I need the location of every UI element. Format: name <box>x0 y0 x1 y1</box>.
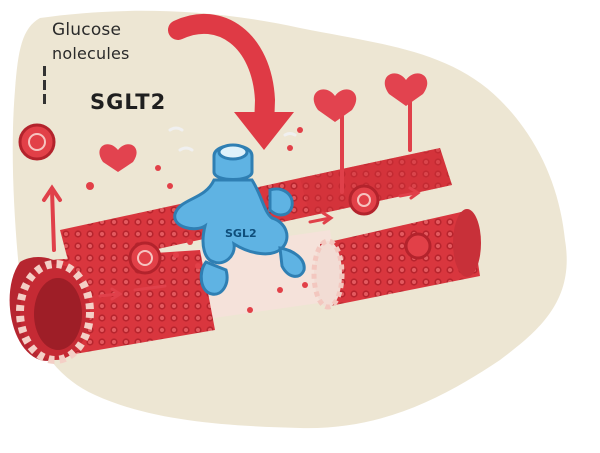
scatter-dots <box>86 127 308 313</box>
flow-arrow-icon <box>308 216 332 224</box>
heart-icon <box>313 89 357 122</box>
heart-left <box>99 144 137 172</box>
glucose-molecule-icon <box>404 232 432 260</box>
glucose-molecule-icon <box>18 123 56 161</box>
glucose-molecule-icon <box>128 241 162 275</box>
front-vessel-left <box>9 250 215 364</box>
glucose-label-line2: nolecules <box>52 44 130 63</box>
flow-arrow-icon <box>133 284 167 292</box>
flow-arrow-icon <box>98 292 120 298</box>
sglt2-transporter-icon <box>173 143 306 296</box>
up-arrow-heart-2 <box>384 73 428 152</box>
glucose-molecules <box>18 123 432 275</box>
flow-arrow-icon <box>398 191 418 198</box>
dotted-marker <box>43 66 46 104</box>
glucose-molecule-icon <box>348 184 380 216</box>
front-vessel-right <box>311 209 481 310</box>
down-arrow-icon <box>168 13 294 150</box>
heart-icon <box>99 144 137 172</box>
spray-marks <box>168 126 297 152</box>
sglt2-protein-label: SGL2 <box>225 227 257 240</box>
heart-icon <box>384 73 428 106</box>
sglt2-title: SGLT2 <box>90 90 167 114</box>
glucose-label-line1: Glucose <box>52 20 122 40</box>
up-arrow-icon <box>50 188 56 252</box>
left-up-arrow <box>42 184 62 252</box>
flow-arrows <box>98 186 421 301</box>
up-arrow-heart-1 <box>313 89 357 194</box>
